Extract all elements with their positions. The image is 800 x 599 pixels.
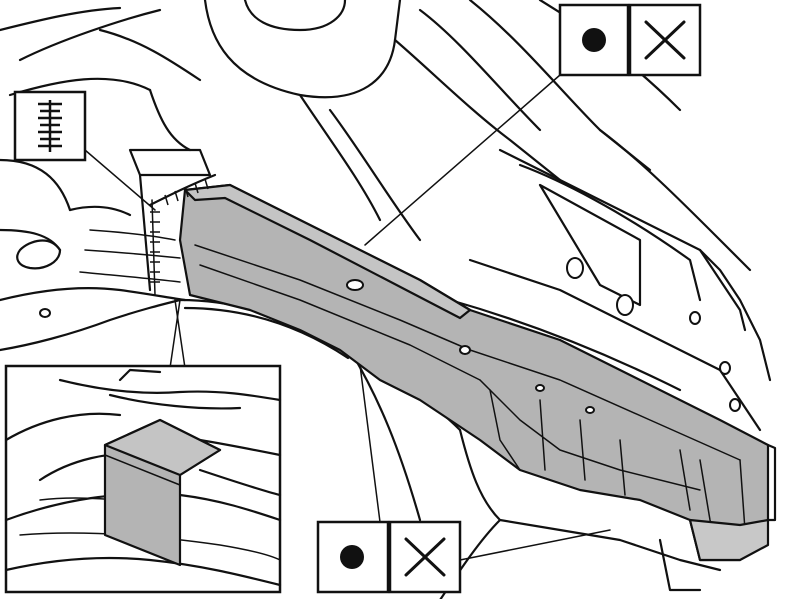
leader-lines (84, 74, 611, 561)
remove-cross-icon (644, 20, 686, 60)
spot-weld-icon (340, 545, 364, 569)
sectioning-cut-line (148, 173, 217, 296)
bottom-weld-box (316, 520, 390, 594)
top-right-symbol-group (558, 3, 702, 77)
replacement-frame-rail (178, 183, 777, 592)
spot-weld-icon (582, 28, 606, 52)
inset-detail-box (4, 364, 282, 594)
top-left-symbol-group (13, 90, 87, 162)
sectioning-saw-cut-icon (38, 100, 62, 152)
remove-cross-icon (404, 537, 446, 577)
vehicle-body-structure (0, 0, 772, 599)
bottom-symbol-group (316, 520, 462, 594)
panel-holes (39, 257, 741, 412)
